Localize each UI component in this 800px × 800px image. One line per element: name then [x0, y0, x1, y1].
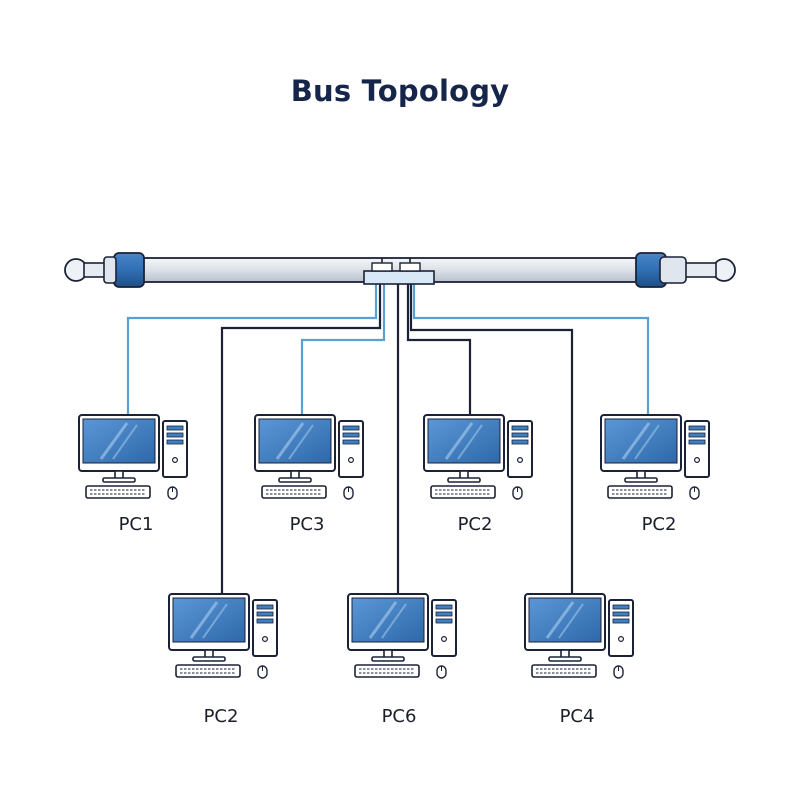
pc-label: PC2	[457, 514, 493, 535]
pc-5-computer-icon	[422, 413, 534, 501]
cable-pc-5	[406, 284, 472, 415]
pc-3-computer-icon	[167, 592, 279, 680]
pc-label: PC4	[559, 706, 595, 727]
pc-1-computer-icon	[77, 413, 189, 501]
cable-pc-4	[412, 284, 650, 415]
pc-label: PC1	[118, 514, 154, 535]
t-connector	[363, 258, 435, 285]
cable-pc-1	[126, 284, 378, 415]
cable-pc-3	[220, 284, 382, 594]
cable-pc-7	[409, 284, 574, 594]
diagram-title: Bus Topology	[290, 74, 510, 108]
pc-label: PC3	[289, 514, 325, 535]
cable-pc-2	[300, 284, 386, 415]
cable-layer	[126, 284, 650, 594]
bus-cable	[64, 252, 736, 288]
pc-4-computer-icon	[599, 413, 711, 501]
pc-2-computer-icon	[253, 413, 365, 501]
pc-label: PC2	[203, 706, 239, 727]
pc-7-computer-icon	[523, 592, 635, 680]
pc-6-computer-icon	[346, 592, 458, 680]
pc-label: PC6	[381, 706, 417, 727]
pc-label: PC2	[641, 514, 677, 535]
